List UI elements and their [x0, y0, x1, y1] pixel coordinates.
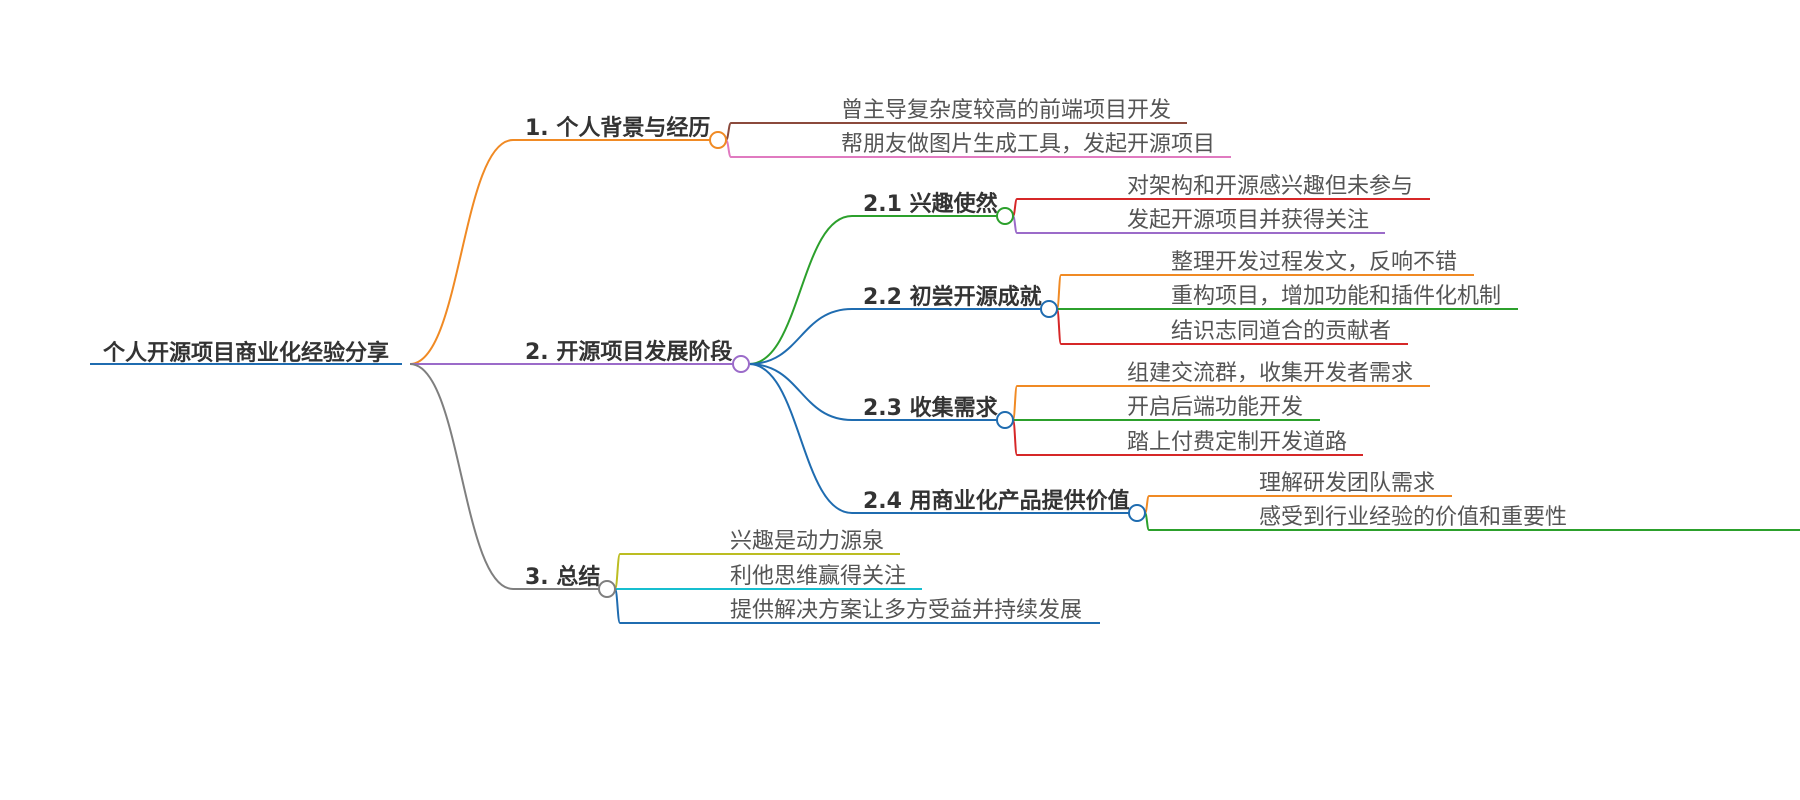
branch-label-1: 1. 个人背景与经历	[525, 115, 710, 141]
branch-edge-1	[409, 139, 514, 365]
sub-toggle-2-2[interactable]	[1040, 300, 1058, 318]
leaf-label-2-3-3: 踏上付费定制开发道路	[1127, 430, 1347, 455]
mindmap-labels: 个人开源项目商业化经验分享 1. 个人背景与经历 曾主导复杂度较高的前端项目开发帮朋…	[103, 98, 1567, 623]
leaf-label-1-2: 帮朋友做图片生成工具，发起开源项目	[841, 132, 1215, 157]
leaf-label-3-2: 利他思维赢得关注	[730, 564, 906, 589]
leaf-edge-2-2-3	[1056, 308, 1062, 345]
branch-label-2: 2. 开源项目发展阶段	[525, 339, 732, 365]
leaf-edge-1-2	[725, 139, 732, 158]
branch-toggle-3[interactable]	[598, 580, 616, 598]
sub-toggle-2-1[interactable]	[996, 207, 1014, 225]
leaf-edge-3-3	[614, 588, 621, 624]
leaf-label-2-3-1: 组建交流群，收集开发者需求	[1127, 361, 1413, 386]
leaf-edge-2-3-3	[1012, 419, 1018, 456]
leaf-edge-2-2-1	[1056, 274, 1062, 310]
sub-toggle-2-3[interactable]	[996, 411, 1014, 429]
sub-label-2-1: 2.1 兴趣使然	[863, 191, 998, 217]
mindmap-circles	[598, 131, 1146, 598]
sub-label-2-2: 2.2 初尝开源成就	[863, 284, 1042, 310]
mindmap-underlines	[90, 122, 1800, 624]
branch-edge-3	[409, 363, 514, 590]
leaf-label-2-4-1: 理解研发团队需求	[1259, 471, 1435, 496]
leaf-label-2-1-1: 对架构和开源感兴趣但未参与	[1127, 174, 1413, 199]
leaf-label-2-2-2: 重构项目，增加功能和插件化机制	[1171, 284, 1501, 309]
sub-edge-2-4	[748, 363, 853, 514]
branch-label-3: 3. 总结	[525, 564, 600, 590]
leaf-label-2-2-3: 结识志同道合的贡献者	[1171, 319, 1391, 344]
sub-edge-2-2	[748, 308, 853, 365]
root-node-label: 个人开源项目商业化经验分享	[103, 340, 389, 366]
branch-toggle-1[interactable]	[709, 131, 727, 149]
leaf-label-2-1-2: 发起开源项目并获得关注	[1127, 208, 1369, 233]
leaf-label-2-3-2: 开启后端功能开发	[1127, 395, 1303, 420]
leaf-label-2-4-2: 感受到行业经验的价值和重要性	[1259, 505, 1567, 530]
sub-label-2-3: 2.3 收集需求	[863, 395, 998, 421]
leaf-edge-1-1	[725, 122, 732, 141]
leaf-label-3-1: 兴趣是动力源泉	[730, 529, 884, 554]
sub-edge-2-1	[748, 215, 853, 365]
sub-toggle-2-4[interactable]	[1128, 504, 1146, 522]
leaf-label-3-3: 提供解决方案让多方受益并持续发展	[730, 598, 1082, 623]
leaf-label-1-1: 曾主导复杂度较高的前端项目开发	[841, 98, 1171, 123]
branch-toggle-2[interactable]	[732, 355, 750, 373]
sub-label-2-4: 2.4 用商业化产品提供价值	[863, 488, 1130, 514]
sub-edge-2-3	[748, 363, 853, 421]
leaf-edge-2-3-1	[1012, 385, 1018, 421]
leaf-edge-3-1	[614, 553, 621, 590]
leaf-label-2-2-1: 整理开发过程发文，反响不错	[1171, 250, 1457, 275]
